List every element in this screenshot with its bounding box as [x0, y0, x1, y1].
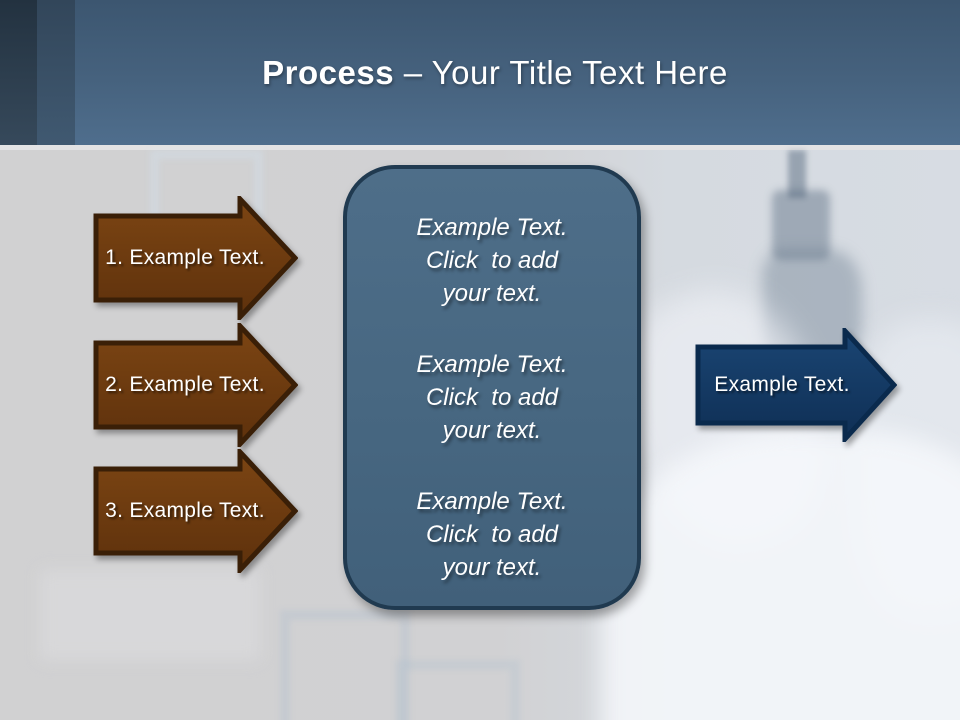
panel-paragraph-2[interactable]: Example Text. Click to add your text.	[365, 348, 619, 447]
photo-equipment-ring-2	[395, 660, 520, 720]
process-step-1-label: 1. Example Text.	[105, 246, 265, 269]
process-step-2-label: 2. Example Text.	[105, 373, 265, 396]
panel-line: your text.	[442, 280, 542, 307]
panel-line: Example Text.	[416, 214, 568, 241]
panel-text-area: Example Text. Click to add your text. Ex…	[347, 169, 637, 606]
photo-equipment-ring-1	[280, 610, 410, 720]
process-step-3-label: 3. Example Text.	[105, 499, 265, 522]
right-arrow-shape-icon	[93, 323, 298, 447]
panel-line: Example Text.	[416, 351, 568, 378]
accent-bar-medium	[37, 0, 75, 145]
panel-paragraph-1[interactable]: Example Text. Click to add your text.	[365, 211, 619, 310]
photo-bottle-stem	[788, 150, 806, 198]
process-step-1-arrow[interactable]: 1. Example Text.	[93, 196, 298, 320]
panel-line: Click to add	[425, 521, 559, 548]
photo-bench-shape	[40, 570, 260, 660]
header-underline	[0, 145, 960, 150]
panel-line: Example Text.	[416, 488, 568, 515]
process-output-arrow[interactable]: Example Text.	[695, 328, 897, 442]
process-step-3-arrow[interactable]: 3. Example Text.	[93, 449, 298, 573]
photo-bottle-cap	[772, 190, 830, 260]
process-output-label: Example Text.	[714, 373, 850, 396]
center-text-panel[interactable]: Example Text. Click to add your text. Ex…	[343, 165, 641, 610]
panel-line: Click to add	[425, 384, 559, 411]
panel-paragraph-3[interactable]: Example Text. Click to add your text.	[365, 485, 619, 584]
right-arrow-shape-icon	[695, 328, 897, 442]
photo-labcoat-body	[600, 430, 960, 720]
slide-title-keyword: Process	[262, 53, 395, 91]
process-step-2-arrow[interactable]: 2. Example Text.	[93, 323, 298, 447]
slide-title[interactable]: Process – Your Title Text Here	[0, 0, 960, 145]
title-bar: Process – Your Title Text Here	[0, 0, 960, 145]
right-arrow-shape-icon	[93, 196, 298, 320]
panel-line: your text.	[442, 554, 542, 581]
slide-title-rest: – Your Title Text Here	[394, 53, 728, 91]
panel-line: Click to add	[425, 247, 559, 274]
panel-line: your text.	[442, 417, 542, 444]
accent-bar-dark	[0, 0, 37, 145]
right-arrow-shape-icon	[93, 449, 298, 573]
